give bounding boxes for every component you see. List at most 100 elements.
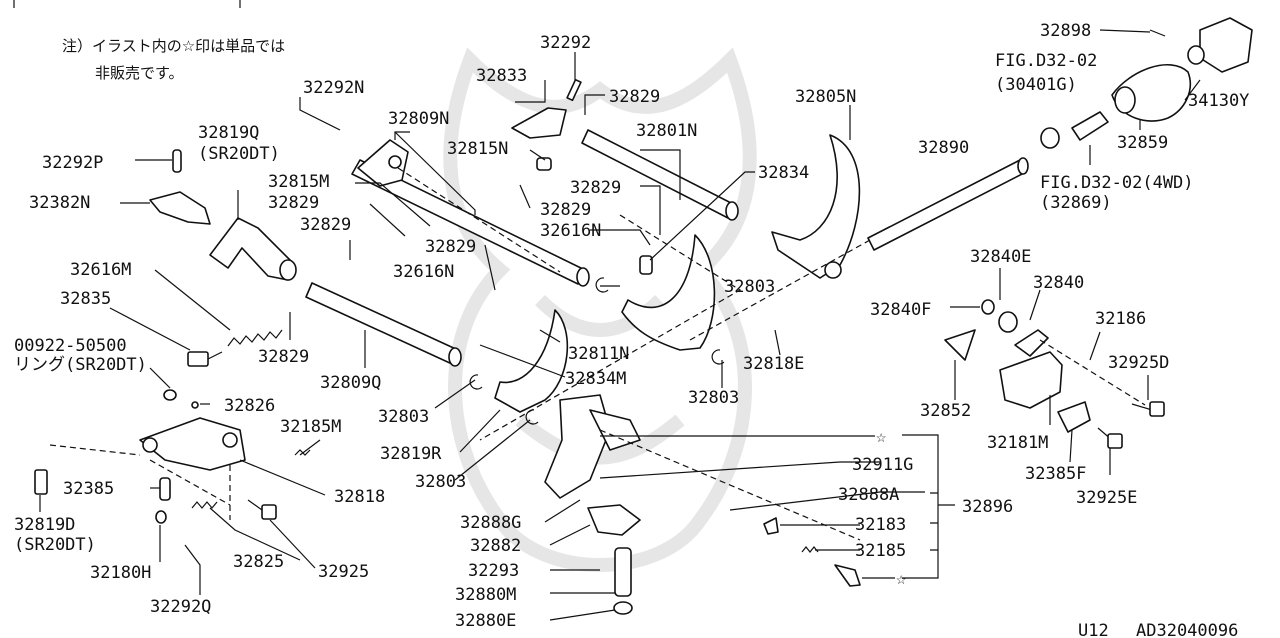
label-32616N-a[interactable]: 32616N: [540, 221, 601, 241]
label-32181M[interactable]: 32181M: [987, 433, 1048, 453]
label-32801N[interactable]: 32801N: [636, 121, 697, 141]
label-32925E[interactable]: 32925E: [1076, 488, 1137, 508]
label-32803-a[interactable]: 32803: [724, 277, 775, 297]
pin-32292: [566, 78, 582, 102]
assembly-line-6: [599, 429, 861, 541]
label-32829-d[interactable]: 32829: [540, 200, 591, 220]
label-32385[interactable]: 32385: [63, 479, 114, 499]
label-32809N[interactable]: 32809N: [388, 109, 449, 129]
label-32835[interactable]: 32835: [60, 289, 111, 309]
plug-star: [834, 564, 861, 587]
label-32805N[interactable]: 32805N: [795, 87, 856, 107]
ball-32826: [191, 401, 199, 409]
bracket-32385F: [1057, 401, 1091, 433]
label-fig-d32-02-4wd[interactable]: FIG.D32-02(4WD): [1040, 173, 1194, 193]
label-32818[interactable]: 32818: [334, 487, 385, 507]
label-32840F[interactable]: 32840F: [870, 300, 931, 320]
label-32825[interactable]: 32825: [233, 552, 284, 572]
label-32803-c[interactable]: 32803: [688, 388, 739, 408]
label-ring-sr20dt[interactable]: リング(SR20DT): [14, 355, 147, 375]
label-32834-top[interactable]: 32834: [758, 163, 809, 183]
seal-32880E: [613, 601, 633, 615]
label-32819R[interactable]: 32819R: [380, 444, 442, 464]
label-sr20dt-a[interactable]: (SR20DT): [198, 144, 280, 164]
label-32840E[interactable]: 32840E: [970, 247, 1031, 267]
label-32616N-b[interactable]: 32616N: [393, 262, 454, 282]
label-32293[interactable]: 32293: [468, 561, 519, 581]
lever-32382N: [149, 191, 211, 225]
part-labels: 32292 32833 32829 32805N 32898 FIG.D32-0…: [14, 21, 1249, 638]
label-32803-b[interactable]: 32803: [378, 407, 429, 427]
label-32616M[interactable]: 32616M: [70, 260, 131, 280]
fork-32819R: [494, 309, 569, 413]
lever-32840: [1014, 329, 1049, 357]
washer-32180H: [155, 510, 167, 524]
label-32911G[interactable]: 32911G: [852, 455, 913, 475]
label-32185[interactable]: 32185: [855, 541, 906, 561]
label-32183[interactable]: 32183: [855, 515, 906, 535]
label-32852[interactable]: 32852: [920, 401, 971, 421]
label-32869[interactable]: (32869): [1040, 193, 1112, 213]
label-32829-g[interactable]: 32829: [258, 347, 309, 367]
label-32859[interactable]: 32859: [1117, 133, 1168, 153]
label-32385F[interactable]: 32385F: [1025, 464, 1086, 484]
spring-32616M: [227, 329, 283, 347]
label-fig-d32-02[interactable]: FIG.D32-02: [995, 51, 1097, 71]
note-line-1: 注）イラスト内の☆印は単品では: [62, 37, 285, 55]
label-32292N[interactable]: 32292N: [303, 78, 364, 98]
label-32898[interactable]: 32898: [1040, 21, 1091, 41]
label-32382N[interactable]: 32382N: [29, 193, 90, 213]
label-32819Q[interactable]: 32819Q: [198, 123, 259, 143]
pin-32183: [763, 517, 779, 535]
label-32829-c[interactable]: 32829: [268, 193, 319, 213]
label-32809Q[interactable]: 32809Q: [320, 373, 381, 393]
bushing-32869: [1071, 111, 1109, 141]
footer-diagram-code: AD32040096: [1136, 621, 1238, 638]
label-32888G[interactable]: 32888G: [460, 513, 521, 533]
label-sr20dt-b[interactable]: (SR20DT): [14, 535, 96, 555]
label-32888A[interactable]: 32888A: [838, 485, 899, 505]
label-32803-d[interactable]: 32803: [415, 472, 466, 492]
label-32819D[interactable]: 32819D: [14, 515, 75, 535]
label-32882[interactable]: 32882: [470, 536, 521, 556]
label-34130Y[interactable]: 34130Y: [1188, 91, 1249, 111]
label-32292[interactable]: 32292: [540, 33, 591, 53]
star-mark-1: ☆: [876, 427, 886, 447]
bolt-32819D: [34, 469, 48, 495]
label-32896[interactable]: 32896: [962, 497, 1013, 517]
label-32292Q[interactable]: 32292Q: [150, 597, 211, 617]
label-32829-f[interactable]: 32829: [425, 237, 476, 257]
leader-lines: [39, 29, 1201, 621]
boot-32859: [1111, 63, 1192, 122]
label-32292P[interactable]: 32292P: [42, 153, 103, 173]
housing-32181M: [999, 351, 1063, 409]
label-32186[interactable]: 32186: [1095, 309, 1146, 329]
label-32826[interactable]: 32826: [224, 396, 275, 416]
label-32811N[interactable]: 32811N: [568, 344, 629, 364]
label-32815N[interactable]: 32815N: [447, 139, 508, 159]
clip-32803-c: [469, 374, 483, 390]
label-00922-50500[interactable]: 00922-50500: [14, 336, 127, 356]
label-32834M[interactable]: 32834M: [565, 369, 626, 389]
label-32829-b[interactable]: 32829: [570, 178, 621, 198]
label-32818E[interactable]: 32818E: [743, 354, 804, 374]
label-32880M[interactable]: 32880M: [455, 585, 516, 605]
label-32815M[interactable]: 32815M: [268, 172, 329, 192]
label-32829-e[interactable]: 32829: [300, 215, 351, 235]
header-bracket: [13, 0, 241, 8]
assembly-line-5: [49, 444, 231, 520]
label-32880E[interactable]: 32880E: [455, 611, 516, 631]
label-32185M[interactable]: 32185M: [280, 417, 341, 437]
assembly-line-4: [1039, 339, 1146, 406]
label-32890[interactable]: 32890: [918, 138, 969, 158]
label-32833[interactable]: 32833: [476, 66, 527, 86]
pin-32898: [1149, 29, 1166, 37]
label-30401G[interactable]: (30401G): [995, 75, 1077, 95]
label-32829-top[interactable]: 32829: [609, 87, 660, 107]
label-32925[interactable]: 32925: [318, 562, 369, 582]
fork-32805N: [771, 134, 861, 279]
label-32840[interactable]: 32840: [1033, 273, 1084, 293]
label-32180H[interactable]: 32180H: [90, 563, 151, 583]
bracket-34130Y: [1187, 17, 1253, 73]
label-32925D[interactable]: 32925D: [1108, 353, 1169, 373]
